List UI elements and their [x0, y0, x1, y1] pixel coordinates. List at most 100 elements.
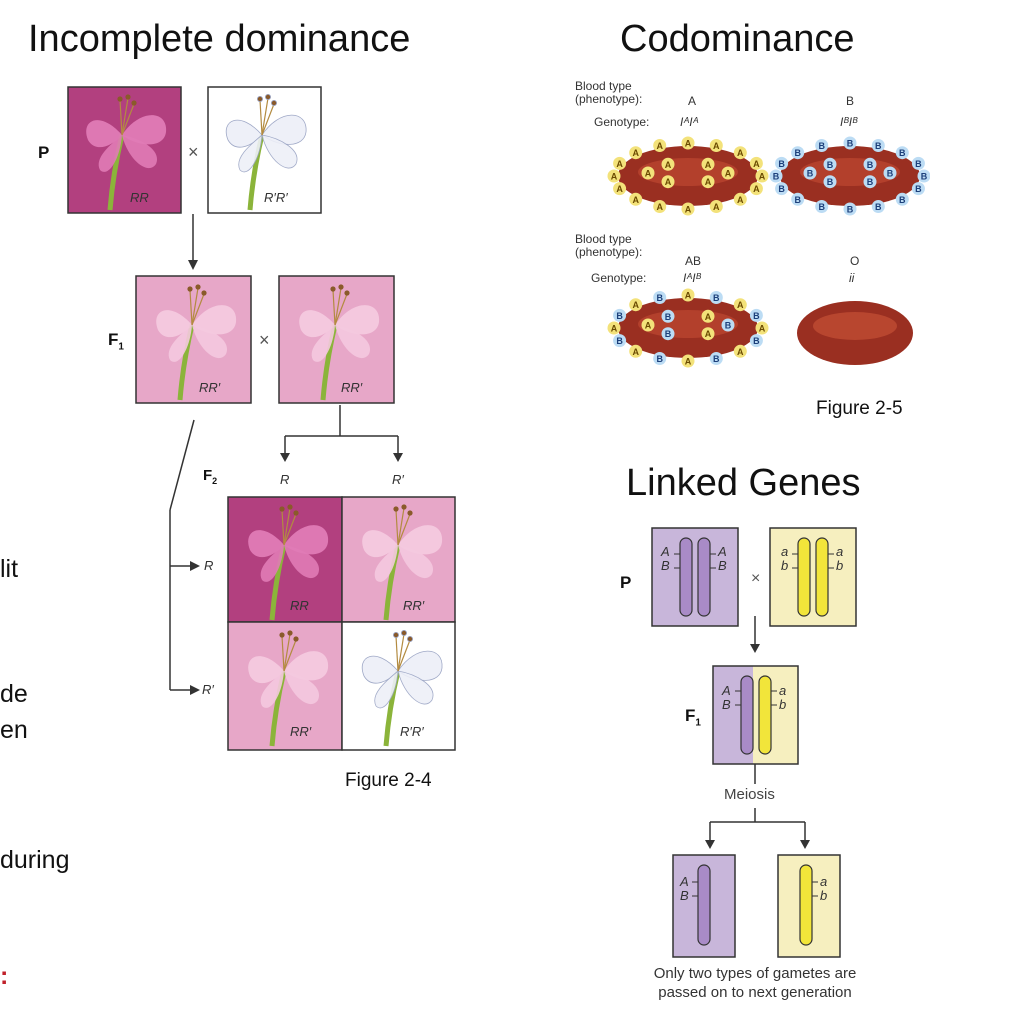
antigen-a-marker — [701, 327, 715, 341]
allele-label: B — [661, 558, 670, 573]
antigen-a-marker — [749, 156, 763, 170]
antigen-b-marker — [709, 352, 723, 365]
antigen-b-marker — [823, 157, 837, 171]
antigen-a-label: A — [737, 300, 744, 310]
antigen-a-marker — [613, 156, 627, 170]
antigen-b-marker — [653, 352, 667, 365]
antigen-b-label: B — [899, 148, 906, 158]
antigen-b-label: B — [915, 184, 922, 194]
antigen-b-marker — [883, 166, 897, 180]
cross-symbol: × — [259, 330, 270, 350]
meiosis-label: Meiosis — [724, 786, 775, 803]
figure-caption-2-5: Figure 2-5 — [816, 398, 903, 419]
antigen-b-label: B — [794, 148, 801, 158]
antigen-b-label: B — [656, 354, 663, 364]
antigen-a-label: A — [737, 195, 744, 205]
antigen-b-label: B — [887, 169, 894, 179]
allele-label: a — [781, 544, 789, 559]
antigen-a-label: A — [656, 141, 663, 151]
allele-label: a — [836, 544, 844, 559]
phenotype-a: A — [688, 94, 697, 108]
antigen-a-label: A — [616, 159, 623, 169]
antigen-a-label: A — [611, 172, 618, 182]
antigen-b-label: B — [827, 177, 834, 187]
linked-genes-diagram — [651, 527, 857, 958]
antigen-b-label: B — [616, 311, 623, 321]
antigen-b-marker — [895, 146, 909, 160]
antigen-a-label: A — [753, 159, 760, 169]
antigen-a-marker — [661, 157, 675, 171]
allele-label: A — [680, 874, 689, 889]
codominance-title: Codominance — [620, 18, 855, 60]
antigen-b-label: B — [725, 321, 732, 331]
antigen-a-marker — [755, 321, 769, 335]
f2-cell-rr — [227, 496, 343, 623]
antigen-a-label: A — [685, 205, 692, 215]
antigen-b-label: B — [921, 172, 928, 182]
antigen-b-label: B — [818, 141, 825, 151]
antigen-b-label: B — [778, 159, 785, 169]
phenotype-b: B — [846, 94, 855, 108]
genotype-ab: IᴬIᴮ — [683, 271, 702, 285]
f2-cell-rrprime-bottom — [227, 621, 343, 751]
f2-cell-rrprime-top — [341, 496, 456, 623]
allele-label: b — [820, 888, 828, 903]
antigen-a-label: A — [713, 202, 720, 212]
cross-symbol: × — [188, 142, 199, 162]
genotype-b: IᴮIᴮ — [840, 115, 858, 129]
antigen-a-marker — [613, 182, 627, 196]
antigen-b-marker — [653, 291, 667, 304]
antigen-a-label: A — [645, 169, 652, 179]
antigen-b-label: B — [847, 205, 854, 215]
antigen-b-marker — [749, 334, 763, 348]
antigen-a-marker — [629, 298, 643, 312]
antigen-b-marker — [917, 169, 930, 183]
antigen-a-marker — [629, 344, 643, 358]
antigen-a-marker — [755, 169, 769, 183]
antigen-a-label: A — [656, 202, 663, 212]
antigen-b-label: B — [753, 311, 760, 321]
antigen-a-marker — [749, 182, 763, 196]
antigen-b-label: B — [713, 293, 720, 303]
antigen-b-marker — [815, 200, 829, 213]
cropped-text-fragment: during — [0, 846, 70, 874]
allele-label: b — [781, 558, 789, 573]
f2-row-allele-rprime: R′ — [202, 682, 214, 697]
antigen-a-marker — [701, 175, 715, 189]
antigen-b-label: B — [656, 293, 663, 303]
red-blood-cell-type-o — [797, 301, 913, 365]
antigen-b-marker — [803, 166, 817, 180]
antigen-b-label: B — [616, 336, 623, 346]
antigen-a-label: A — [759, 172, 766, 182]
p-white-panel — [207, 86, 322, 214]
antigen-a-label: A — [611, 324, 618, 334]
antigen-b-marker — [613, 308, 627, 322]
cropped-text-fragment: lit — [0, 555, 19, 583]
antigen-a-label: A — [713, 141, 720, 151]
antigen-a-label: A — [737, 148, 744, 158]
genotype-label: Genotype: — [591, 271, 647, 285]
antigen-a-marker — [709, 139, 723, 152]
generation-label-f2: F2 — [203, 467, 218, 486]
antigen-a-label: A — [665, 177, 672, 187]
antigen-b-label: B — [847, 139, 854, 149]
allele-label: A — [722, 683, 731, 698]
antigen-b-marker — [769, 169, 783, 183]
blood-type-label: Blood type (phenotype): — [575, 232, 643, 259]
antigen-b-marker — [823, 175, 837, 189]
antigen-a-marker — [629, 146, 643, 160]
cropped-text-fragment: de — [0, 680, 28, 708]
f2-column-allele-r: R — [280, 472, 290, 487]
generation-label-f1: F1 — [108, 330, 124, 353]
cropped-text-fragment: en — [0, 716, 28, 744]
antigen-b-label: B — [875, 202, 882, 212]
antigen-a-label: A — [705, 160, 712, 170]
antigen-b-marker — [775, 156, 789, 170]
antigen-a-marker — [607, 169, 621, 183]
antigen-b-marker — [661, 309, 675, 323]
incomplete-dominance-title: Incomplete dominance — [28, 18, 411, 60]
antigen-b-marker — [863, 157, 877, 171]
allele-label: a — [779, 683, 787, 698]
antigen-a-marker — [681, 202, 695, 216]
f2-column-allele-rprime: R′ — [392, 472, 404, 487]
